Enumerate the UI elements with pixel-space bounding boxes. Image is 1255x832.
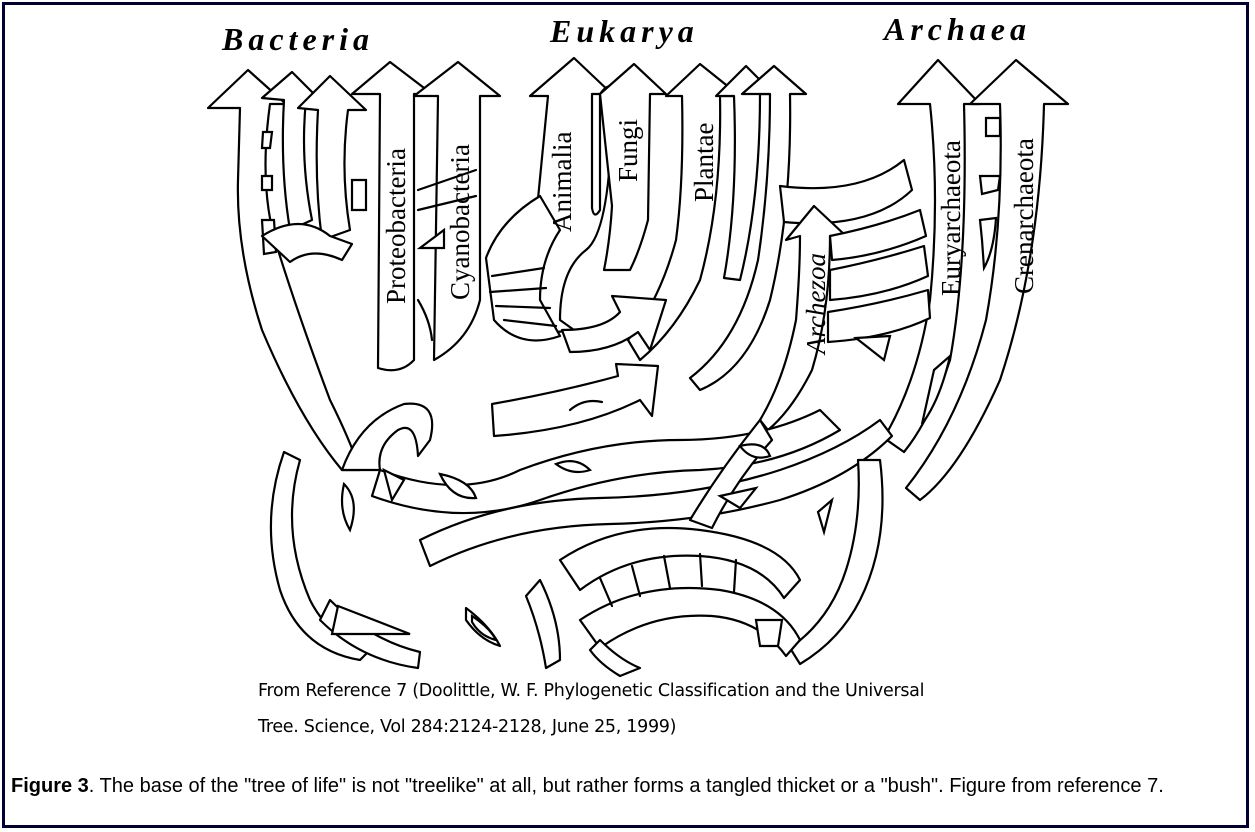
group-label-crenarchaeota: Crenarchaeota [1009,138,1039,294]
group-label-animalia: Animalia [547,132,577,232]
domain-label-eukarya: Eukarya [549,13,699,49]
figure-caption: Figure 3. The base of the "tree of life"… [11,774,1211,799]
source-citation: From Reference 7 (Doolittle, W. F. Phylo… [258,673,1158,745]
domain-label-bacteria: Bacteria [221,21,374,57]
group-label-plantae: Plantae [689,123,719,202]
group-label-fungi: Fungi [613,119,643,182]
caption-text: . The base of the "tree of life" is not … [89,775,1164,797]
tangled-base [271,404,892,676]
eukarya-branches [486,58,806,436]
citation-line-2: Tree. Science, Vol 284:2124-2128, June 2… [258,709,1158,745]
group-label-cyanobacteria: Cyanobacteria [445,144,475,300]
group-label-archezoa: Archezoa [801,253,831,356]
group-label-euryarchaeota: Euryarchaeota [936,140,966,296]
group-label-proteobacteria: Proteobacteria [381,148,411,304]
citation-line-1: From Reference 7 (Doolittle, W. F. Phylo… [258,673,1158,709]
figure-label: Figure 3 [11,775,89,797]
domain-label-archaea: Archaea [882,11,1031,47]
